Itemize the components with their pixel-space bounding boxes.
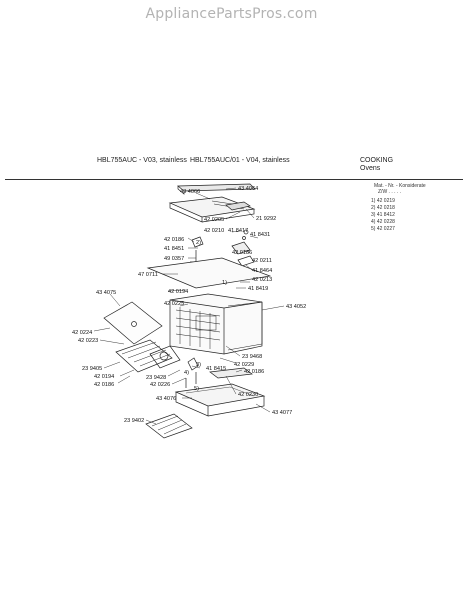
side-panel-subtitle: Z/W . . . . . [378,189,402,195]
part-label: 41 8415 [206,366,226,372]
part-label: 23 9428 [146,375,166,381]
oven-rack-part [115,339,173,373]
part-label: 41 8451 [164,246,184,252]
part-label: 47 0711 [138,272,158,278]
callout-number: 4) [184,370,189,376]
broil-element-part [149,345,181,369]
insulation-mat-part [103,301,163,345]
callout-group: 2) 1) 3) 4) 5) [184,240,227,392]
part-label: 42 0213 [252,277,272,283]
fan-motor-part [225,201,251,211]
top-rail-front [177,186,185,195]
side-panel-title: Mat. - Nr. - Konsiderate [374,183,426,189]
subcategory-label: Ovens [360,165,381,172]
part-label: 42 0225 [164,301,184,307]
part-label: 21 9292 [256,216,276,222]
part-label: 41 8464 [252,268,272,274]
callout-number: 3) [196,362,201,368]
part-label: 42 0226 [150,382,170,388]
side-panel-item: 5) 42 0227 [371,226,395,232]
part-label-group: 43 4064 43 4066 42 0205 21 9292 42 0210 … [72,186,306,424]
part-label: 42 0186 [94,382,114,388]
part-label: 41 8431 [250,232,270,238]
part-label: 42 0186 [232,250,252,256]
door-rail-part [209,367,253,379]
screw-part [242,236,246,240]
callout-number: 5) [194,386,199,392]
part-label: 43 4075 [96,290,116,296]
part-label: 23 9402 [124,418,144,424]
part-label: 42 0205 [204,217,224,223]
callout-number: 1) [222,280,227,286]
part-label: 42 0210 [204,228,224,234]
part-label: 41 8419 [248,286,268,292]
side-panel-part [227,301,263,351]
model-left-label: HBL755AUC - V03, stainless [97,157,187,164]
part-label: 42 0194 [168,289,188,295]
model-right-label: HBL755AUC/01 - V04, stainless [190,157,290,164]
part-label: 42 0223 [78,338,98,344]
part-label: 42 0194 [94,374,114,380]
part-label: 49 0357 [164,256,184,262]
side-panel-item: 2) 42 0218 [371,205,395,211]
side-panel-item: 3) 41 8412 [371,212,395,218]
side-panel-item: 4) 42 0228 [371,219,395,225]
part-label: 41 8417 [228,228,248,234]
callout-number: 2) [196,240,201,246]
leader-lines [93,187,285,425]
screw-part [243,229,249,235]
part-label: 43 4052 [286,304,306,310]
category-label: COOKING [360,157,394,164]
bracket-part [191,236,204,248]
lower-rack-part [145,413,193,439]
cavity-window [195,315,217,331]
watermark-text: AppliancePartsPros.com [145,6,318,22]
hinge-part [187,357,199,371]
part-label: 42 0229 [234,362,254,368]
part-label: 43 4076 [156,396,176,402]
part-label: 43 4077 [272,410,292,416]
side-panel-item: 1) 42 0219 [371,198,395,204]
part-label: 42 0224 [72,330,92,336]
part-label: 42 0211 [252,258,272,264]
part-label: 43 4064 [238,186,258,192]
part-label: 42 0186 [164,237,184,243]
part-label: 23 9468 [242,354,262,360]
part-label: 42 0186 [244,369,264,375]
part-label: 23 9405 [82,366,102,372]
control-part [237,255,255,267]
top-rail-part [177,183,256,192]
header-rule [5,179,463,180]
part-label: 43 4066 [180,189,200,195]
part-label: 42 0230 [238,392,258,398]
top-plate-part [146,257,272,289]
